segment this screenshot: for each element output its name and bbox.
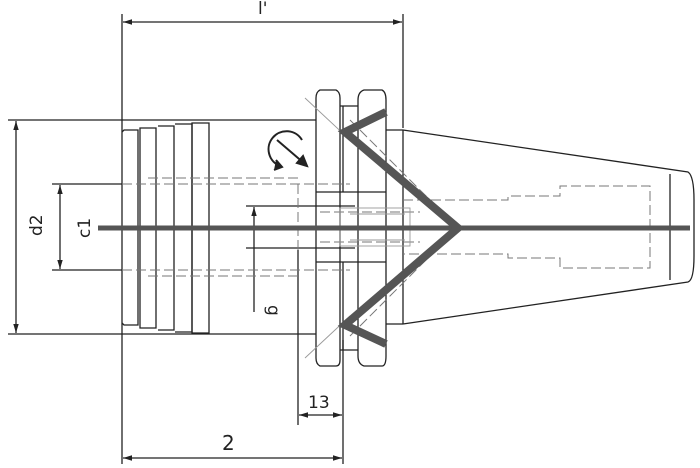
rotation-direction-icon [267,130,309,171]
label-c1: c1 [75,218,95,238]
label-d2: d2 [27,214,47,236]
label-13: 13 [308,393,330,413]
section-cut-marker [337,108,465,348]
label-g: g [263,305,283,316]
label-2: 2 [222,431,235,455]
label-overall-length: l' [258,0,267,19]
